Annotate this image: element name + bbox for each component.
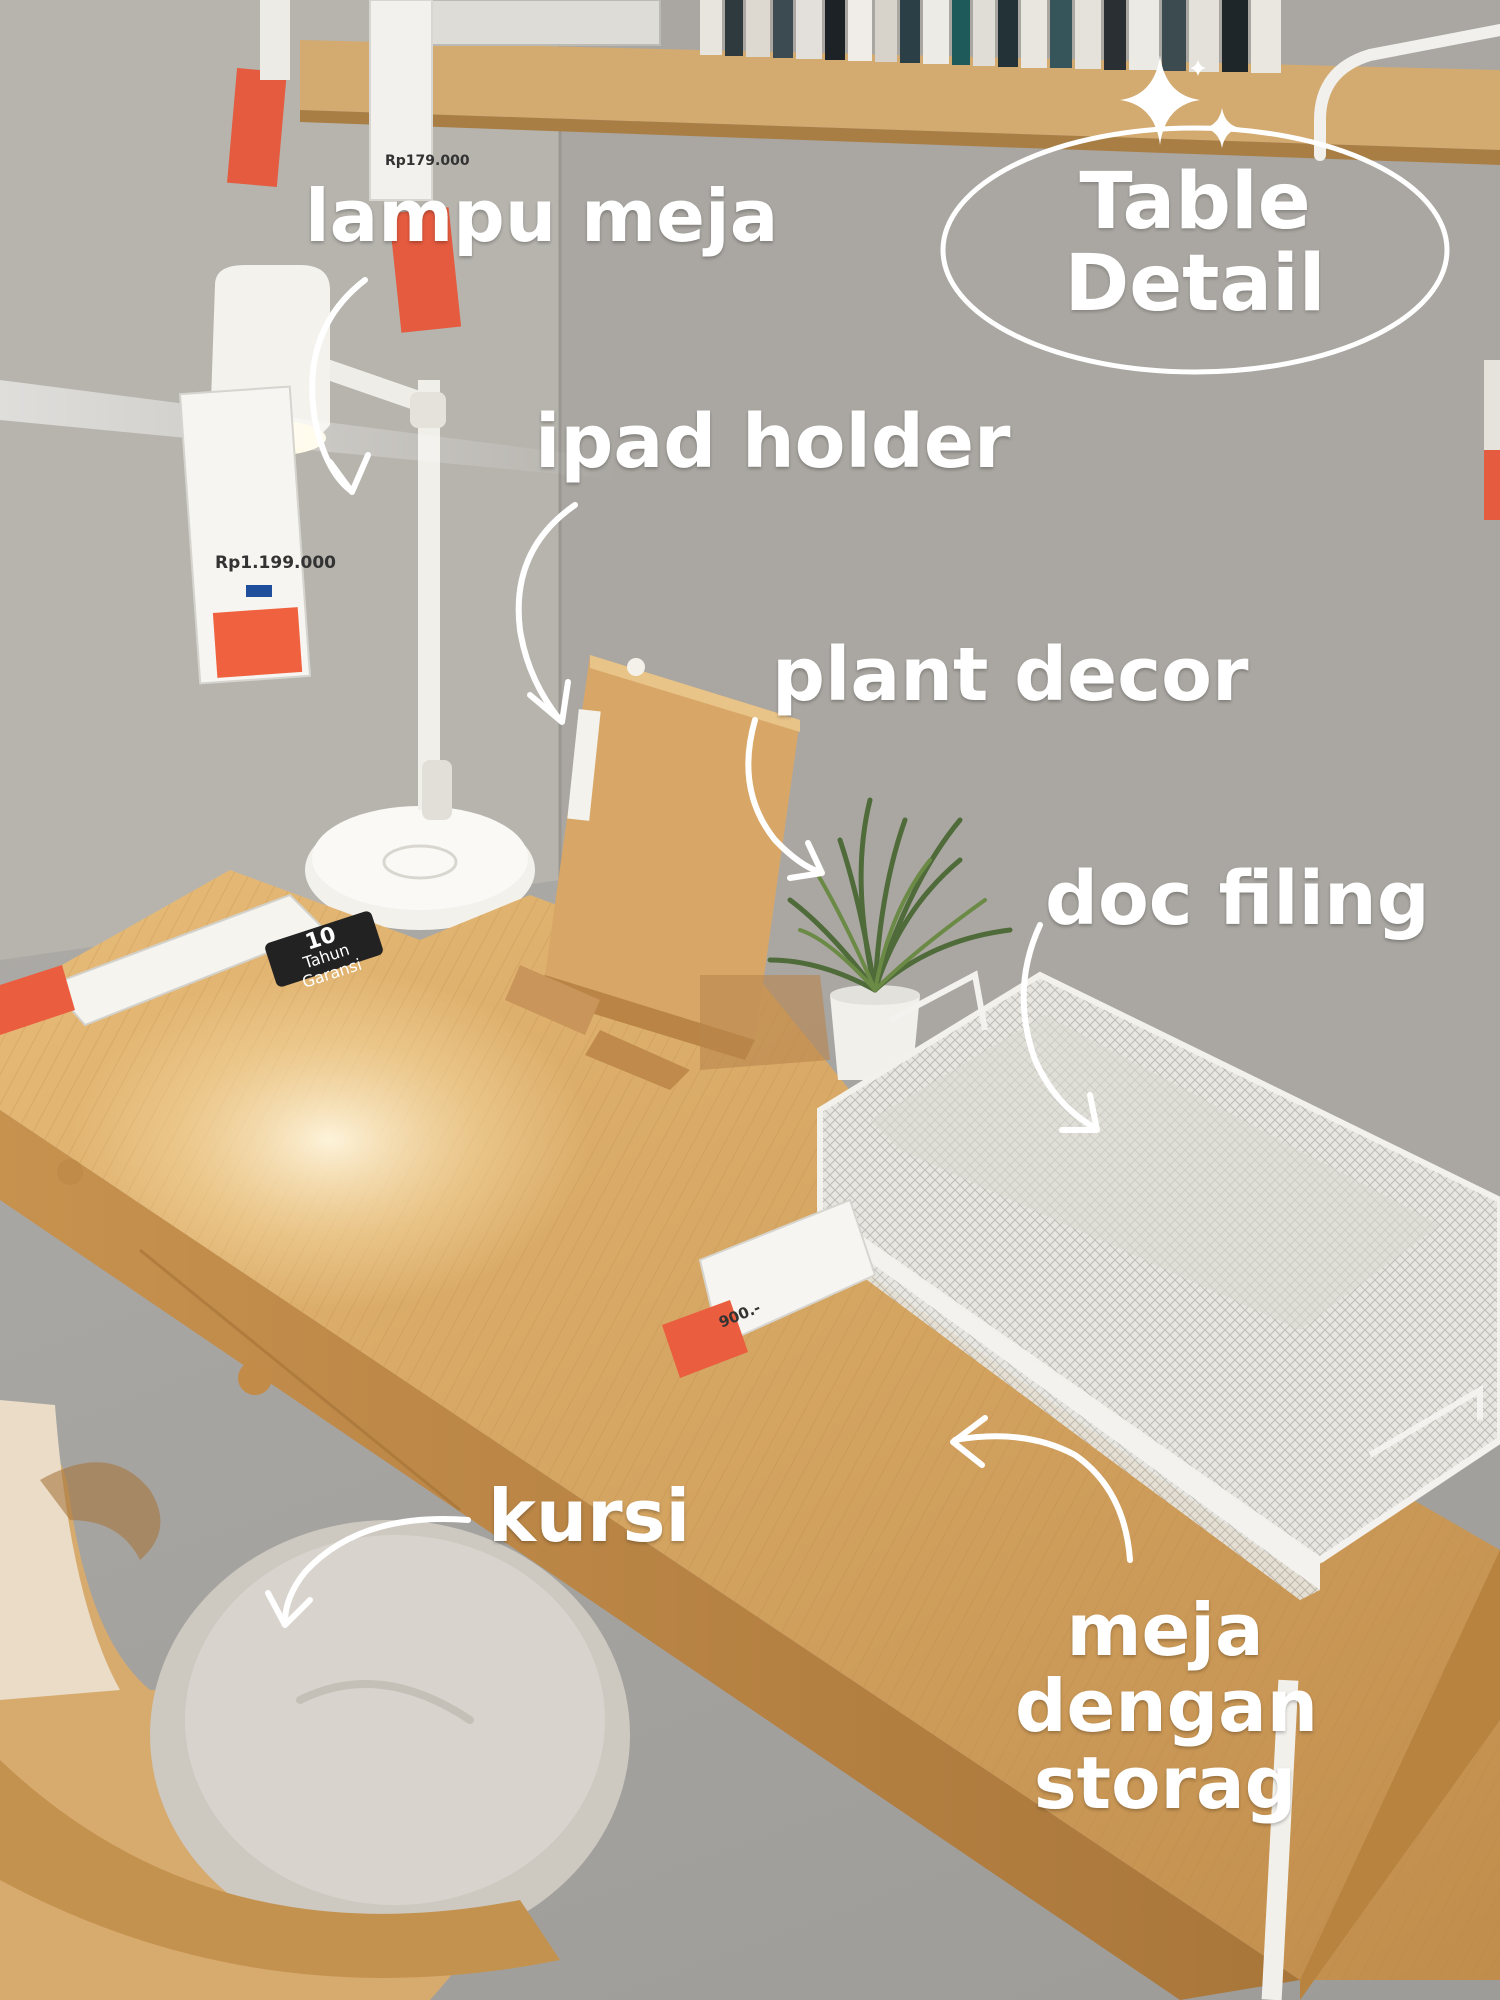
label-desk-storage: meja dengan storag	[1015, 1588, 1319, 1825]
price-tag-shelf: Rp179.000	[385, 153, 470, 169]
label-desk-lamp: lampu meja	[305, 174, 779, 258]
label-plant-decor: plant decor	[772, 632, 1249, 718]
title-line-2: Detail	[1064, 238, 1326, 329]
title-line-1: Table	[1079, 157, 1311, 247]
price-tag-lamp: Rp1.199.000	[215, 553, 336, 573]
label-chair: kursi	[488, 1474, 691, 1558]
title-badge: Table Detail	[940, 120, 1450, 378]
label-doc-filing: doc filing	[1045, 856, 1430, 942]
title-text: Table Detail	[940, 157, 1450, 329]
label-ipad-holder: ipad holder	[535, 399, 1011, 485]
